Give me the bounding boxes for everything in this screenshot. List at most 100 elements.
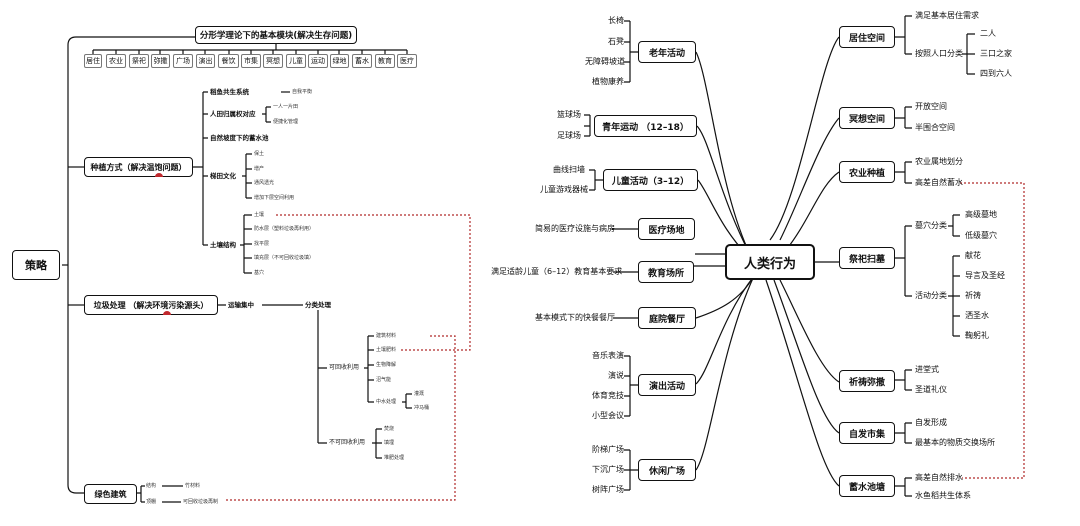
- module-tag[interactable]: 居住: [84, 54, 102, 68]
- module-tag[interactable]: 运动: [308, 54, 328, 68]
- leaf: 洒圣水: [965, 311, 989, 320]
- recyclable-label: 可回收利用: [329, 364, 360, 371]
- courtyard-restaurant-node[interactable]: 庭院餐厅: [638, 307, 696, 329]
- leaf: 二人: [980, 29, 996, 38]
- leaf: 开放空间: [915, 102, 947, 111]
- reservoir-label: 自然坡度下的蓄水池: [210, 134, 269, 142]
- leisure-plaza-node[interactable]: 休闲广场: [638, 459, 696, 481]
- leaf: 进堂式: [915, 365, 939, 374]
- waste-node[interactable]: 垃圾处理 （解决环境污染源头）: [84, 295, 218, 315]
- field-ownership-sub: 便捷化管理: [273, 119, 299, 125]
- rice-fish-label: 稻鱼共生系统: [210, 88, 249, 96]
- water-use: 冲马桶: [414, 405, 430, 411]
- planting-node[interactable]: 种植方式（解决温饱问题）: [84, 157, 193, 177]
- basic-modules-label: 分形学理论下的基本模块(解决生存问题): [199, 31, 353, 41]
- module-tag[interactable]: 儿童: [286, 54, 306, 68]
- leaf: 儿童游戏器械: [540, 185, 588, 194]
- strategy-root-node[interactable]: 策略: [12, 250, 60, 280]
- leaf: 石凳: [608, 37, 624, 46]
- leaf: 祈祷: [965, 291, 981, 300]
- terrace-sub: 增加下层空间利用: [254, 195, 295, 201]
- leaf: 曲线扫墙: [553, 165, 585, 174]
- terrace-sub: 通风透光: [254, 180, 275, 186]
- leaf: 体育竞技: [592, 391, 624, 400]
- rice-fish-sub: 自我平衡: [292, 89, 313, 95]
- leaf: 按照人口分类: [915, 49, 963, 58]
- residence-node[interactable]: 居住空间: [839, 26, 895, 48]
- leaf: 圣道礼仪: [915, 385, 947, 394]
- structure-label: 结构: [146, 483, 157, 489]
- module-tag[interactable]: 医疗: [397, 54, 417, 68]
- recycle-item: 生物降解: [376, 362, 397, 368]
- leaf: 活动分类: [915, 291, 947, 300]
- module-tag[interactable]: 餐饮: [218, 54, 239, 68]
- leaf: 无障碍坡道: [585, 57, 625, 66]
- leaf: 演说: [608, 371, 624, 380]
- module-tag[interactable]: 冥想: [263, 54, 283, 68]
- leaf: 半围合空间: [915, 123, 955, 132]
- water-use: 灌溉: [414, 391, 425, 397]
- education-node[interactable]: 教育场所: [638, 261, 694, 283]
- leaf: 献花: [965, 251, 981, 260]
- soil-layer: 土壤: [254, 212, 265, 218]
- module-tag[interactable]: 祭祀: [129, 54, 149, 68]
- meditation-node[interactable]: 冥想空间: [839, 107, 895, 129]
- terrace-sub: 增产: [254, 166, 265, 172]
- recycle-item: 土壤肥料: [376, 347, 397, 353]
- agriculture-node[interactable]: 农业种植: [839, 161, 895, 183]
- leaf: 导言及圣经: [965, 271, 1005, 280]
- comment-marker-icon: [155, 173, 163, 177]
- waste-label: 垃圾处理 （解决环境污染源头）: [93, 300, 209, 310]
- module-tag[interactable]: 蓄水: [352, 54, 372, 68]
- non-recycle-item: 填埋: [384, 440, 395, 446]
- worship-node[interactable]: 祭祀扫墓: [839, 247, 895, 269]
- leaf: 篮球场: [557, 110, 581, 119]
- non-recycle-item: 堆肥处理: [384, 455, 405, 461]
- transport-label: 运输集中: [228, 301, 254, 309]
- leaf: 水鱼稻共生体系: [915, 491, 971, 500]
- module-tag[interactable]: 教育: [375, 54, 395, 68]
- classify-label: 分类处理: [305, 301, 331, 309]
- leaf: 小型会议: [592, 411, 624, 420]
- bamboo-label: 竹材料: [185, 483, 201, 489]
- field-ownership-sub: 一人一片田: [273, 104, 299, 110]
- leaf: 简易的医疗设施与病房: [535, 224, 615, 233]
- children-activity-node[interactable]: 儿童活动（3–12）: [603, 169, 698, 191]
- green-building-node[interactable]: 绿色建筑: [84, 484, 137, 504]
- leaf: 自发形成: [915, 418, 947, 427]
- human-behavior-center-node[interactable]: 人类行为: [725, 244, 815, 280]
- module-tag[interactable]: 弥撒: [151, 54, 170, 68]
- module-tag[interactable]: 演出: [196, 54, 215, 68]
- terrace-sub: 保土: [254, 151, 265, 157]
- soil-structure-label: 土壤结构: [210, 241, 236, 249]
- pond-node[interactable]: 蓄水池塘: [839, 475, 895, 497]
- module-tag[interactable]: 农业: [106, 54, 126, 68]
- leaf: 高差自然排水: [915, 473, 963, 482]
- module-tag[interactable]: 市集: [241, 54, 261, 68]
- recycled-roof-label: 可回收垃圾再制: [183, 499, 219, 505]
- soil-layer: 填充层（不可回收垃圾填）: [254, 255, 315, 261]
- medical-site-node[interactable]: 医疗场地: [638, 218, 695, 240]
- youth-sports-node[interactable]: 青年运动 （12–18）: [594, 115, 697, 137]
- basic-modules-node[interactable]: 分形学理论下的基本模块(解决生存问题): [195, 26, 357, 44]
- market-node[interactable]: 自发市集: [839, 422, 895, 444]
- soil-layer: 找平层: [254, 241, 270, 247]
- elderly-activity-node[interactable]: 老年活动: [638, 41, 696, 63]
- leaf: 满足基本居住需求: [915, 11, 979, 20]
- performance-node[interactable]: 演出活动: [638, 374, 696, 396]
- terrace-label: 梯田文化: [210, 172, 236, 180]
- leaf: 农业属地划分: [915, 157, 963, 166]
- module-tag[interactable]: 绿地: [330, 54, 349, 68]
- module-tag[interactable]: 广场: [173, 54, 193, 68]
- mass-node[interactable]: 祈祷弥撒: [839, 370, 895, 392]
- comment-marker-icon: [163, 311, 171, 315]
- strategy-root-label: 策略: [25, 259, 47, 272]
- leaf: 满足适龄儿童（6–12）教育基本要求: [491, 267, 623, 276]
- leaf: 树阵广场: [592, 485, 624, 494]
- field-ownership-label: 人田归属权对应: [210, 110, 256, 118]
- leaf: 鞠躬礼: [965, 331, 989, 340]
- soil-layer: 基穴: [254, 270, 265, 276]
- nonrecyclable-label: 不可回收利用: [329, 439, 366, 446]
- leaf: 下沉广场: [592, 465, 624, 474]
